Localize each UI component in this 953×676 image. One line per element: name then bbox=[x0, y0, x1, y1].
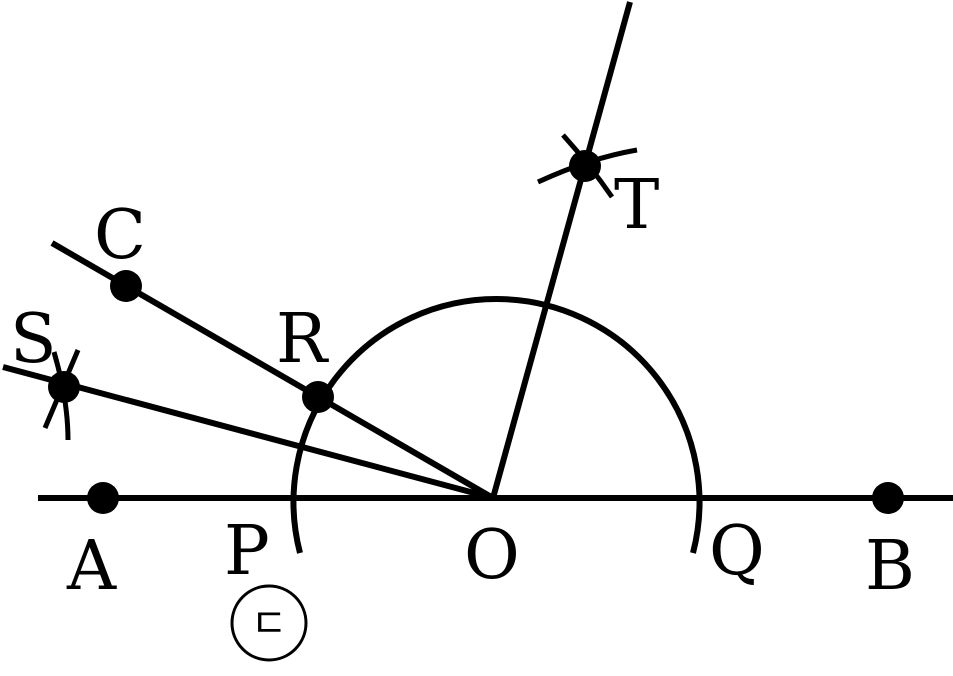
label-P: P bbox=[224, 512, 270, 591]
label-S: S bbox=[10, 300, 57, 379]
point-A bbox=[87, 482, 119, 514]
label-B: B bbox=[865, 527, 915, 606]
point-C bbox=[110, 270, 142, 302]
label-O: O bbox=[464, 516, 520, 595]
label-A: A bbox=[66, 527, 117, 606]
label-R: R bbox=[276, 300, 329, 379]
point-S bbox=[48, 371, 80, 403]
point-B bbox=[872, 482, 904, 514]
figure-marker-circle bbox=[230, 584, 308, 662]
label-T: T bbox=[614, 166, 659, 245]
arc-PQ bbox=[290, 296, 703, 554]
point-R bbox=[302, 381, 334, 413]
ray-OT bbox=[490, 1, 633, 499]
label-Q: Q bbox=[709, 512, 765, 591]
point-T bbox=[569, 150, 601, 182]
label-C: C bbox=[94, 196, 146, 275]
ray-OS bbox=[2, 364, 494, 501]
figure-marker: ㄷ bbox=[251, 601, 288, 647]
